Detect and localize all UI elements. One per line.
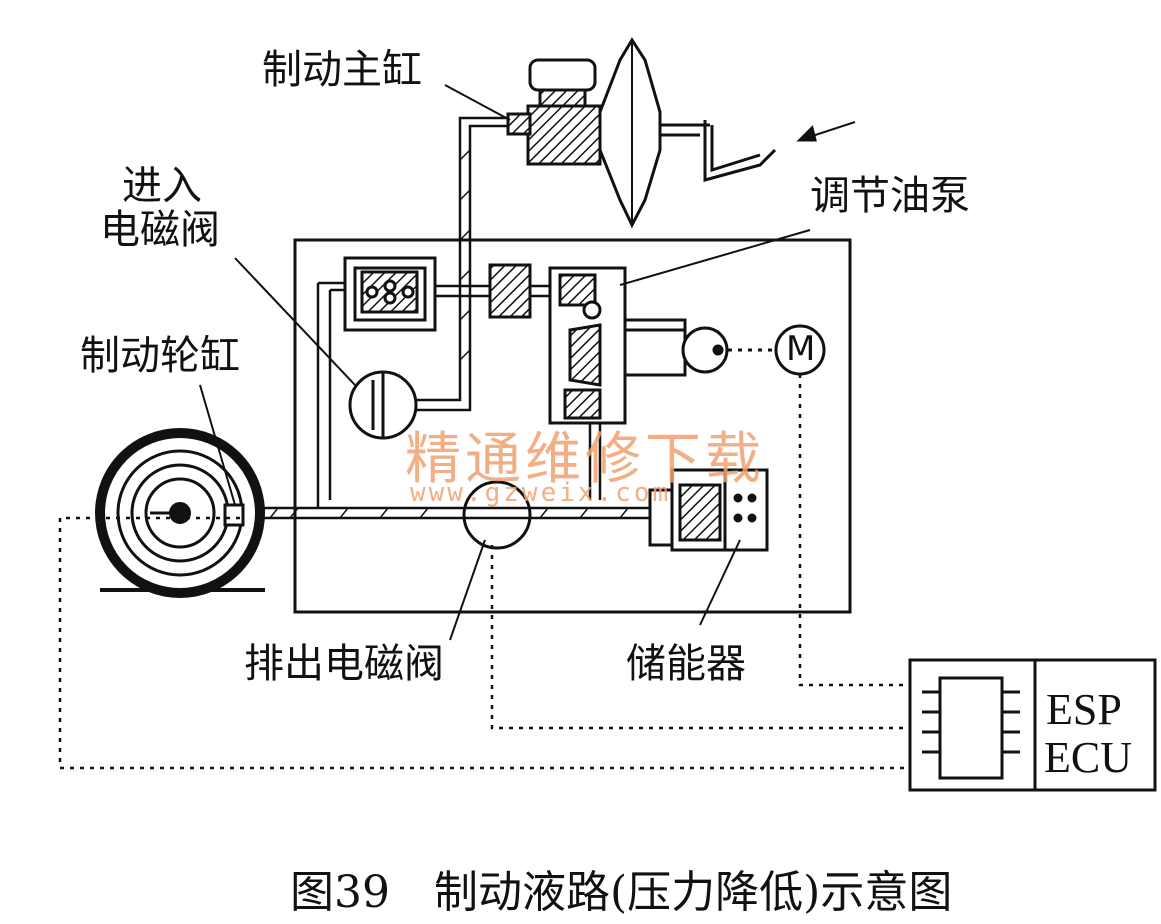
check-valve	[488, 263, 532, 319]
pump	[548, 266, 729, 425]
wheel-brake	[95, 428, 265, 598]
label-accumulator: 储能器	[626, 641, 746, 687]
watermark-url: www.gzweix.com	[410, 478, 672, 508]
ecu-label-line1: ESP	[1046, 685, 1122, 734]
outlet-solenoid	[462, 480, 532, 550]
ecu-label-line2: ECU	[1044, 733, 1132, 782]
label-outlet-valve: 排出电磁阀	[244, 641, 444, 687]
label-inlet-valve-line2: 电磁阀	[100, 207, 220, 253]
label-pump: 调节油泵	[810, 173, 970, 219]
signal-wires	[58, 374, 910, 770]
figure-caption: 图39 制动液路(压力降低)示意图	[290, 867, 953, 918]
label-master-cylinder: 制动主缸	[262, 47, 422, 93]
master-cylinder	[506, 37, 856, 229]
accumulator	[648, 468, 769, 552]
inlet-valve-block	[343, 256, 437, 332]
outlet-valve-left	[348, 370, 418, 440]
label-wheel-cylinder: 制动轮缸	[80, 333, 240, 379]
pipe-hatch	[249, 149, 629, 519]
label-motor: M	[786, 329, 816, 369]
hydraulic-unit-box	[293, 238, 852, 614]
label-inlet-valve-line1: 进入	[122, 163, 202, 209]
esp-ecu	[908, 658, 1157, 792]
leader-lines	[199, 84, 811, 641]
watermark-cn: 精通维修下载	[405, 427, 765, 492]
